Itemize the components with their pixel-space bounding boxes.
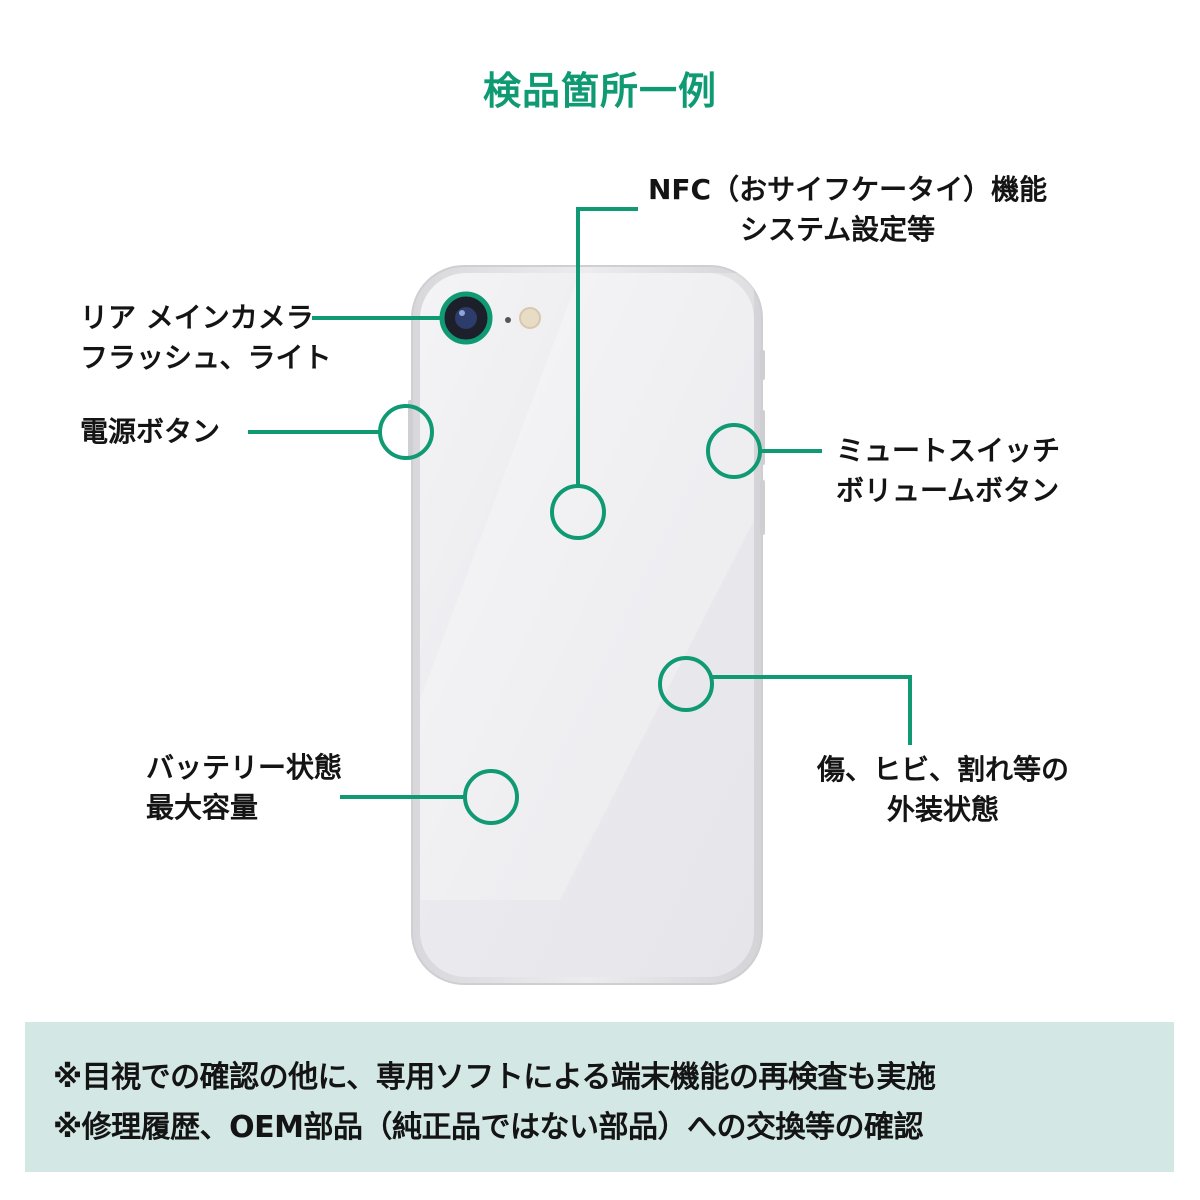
mute-marker xyxy=(706,423,762,479)
label-battery: バッテリー状態 最大容量 xyxy=(146,748,342,828)
label-mute-line1: ミュートスイッチ xyxy=(836,434,1061,467)
power-button-shape xyxy=(408,400,413,460)
battery-marker xyxy=(463,769,519,825)
label-mute-line2: ボリュームボタン xyxy=(836,474,1060,507)
note-line-1: ※目視での確認の他に、専用ソフトによる端末機能の再検査も実施 xyxy=(53,1060,936,1095)
power-marker xyxy=(378,404,434,460)
label-damage: 傷、ヒビ、割れ等の 外装状態 xyxy=(808,750,1078,830)
phone-back-glass xyxy=(420,273,754,977)
label-camera-line2: フラッシュ、ライト xyxy=(80,341,332,374)
flash xyxy=(519,307,541,329)
label-damage-line2: 外装状態 xyxy=(886,793,999,826)
label-camera: リア メインカメラ フラッシュ、ライト xyxy=(80,298,331,378)
label-power-line1: 電源ボタン xyxy=(80,415,221,448)
label-damage-line1: 傷、ヒビ、割れ等の xyxy=(816,753,1069,786)
label-nfc: NFC（おサイフケータイ）機能 システム設定等 xyxy=(648,170,1047,250)
microphone-dot xyxy=(505,317,511,323)
label-nfc-line1: NFC（おサイフケータイ）機能 xyxy=(648,173,1048,206)
nfc-marker xyxy=(550,484,606,540)
label-battery-line1: バッテリー状態 xyxy=(146,751,343,784)
mute-switch-shape xyxy=(760,350,765,380)
note-line-2: ※修理履歴、OEM部品（純正品ではない部品）への交換等の確認 xyxy=(53,1110,924,1145)
page-title: 検品箇所一例 xyxy=(482,69,717,113)
label-power: 電源ボタン xyxy=(80,412,220,452)
label-mute-volume: ミュートスイッチ ボリュームボタン xyxy=(836,431,1060,511)
notes-box: ※目視での確認の他に、専用ソフトによる端末機能の再検査も実施 ※修理履歴、OEM… xyxy=(25,1022,1174,1172)
label-battery-line2: 最大容量 xyxy=(146,791,259,824)
label-camera-line1: リア メインカメラ xyxy=(80,301,314,334)
volume-down-shape xyxy=(760,480,765,535)
label-nfc-line2: システム設定等 xyxy=(740,213,936,246)
damage-marker xyxy=(658,656,714,712)
